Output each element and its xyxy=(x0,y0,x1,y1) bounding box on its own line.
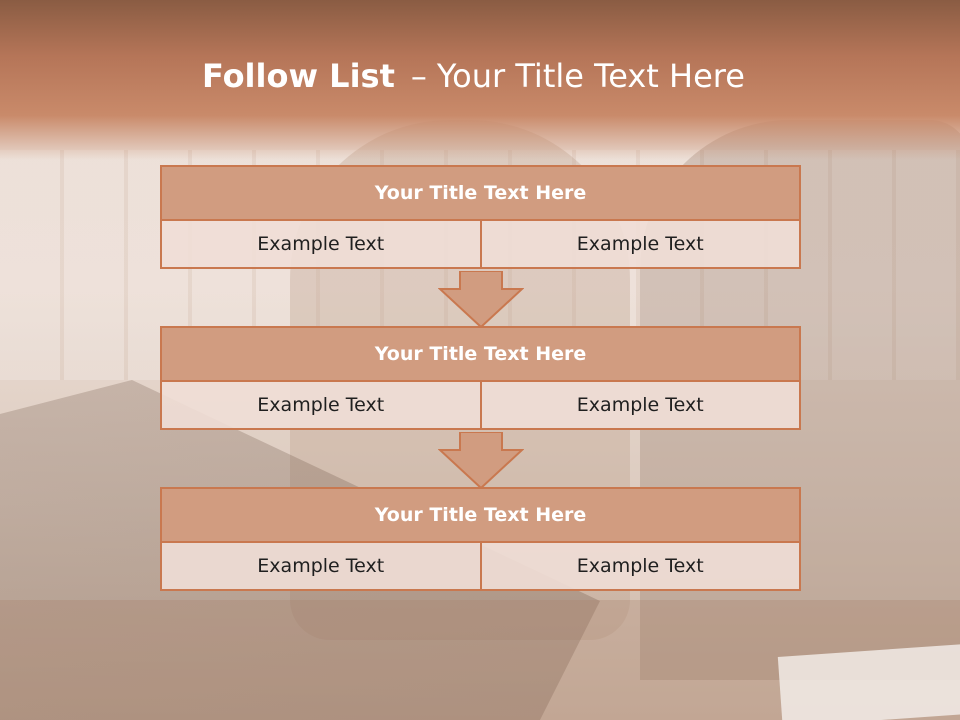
title-bold-part: Follow List xyxy=(202,57,395,95)
title-band xyxy=(0,0,960,160)
down-arrow-icon xyxy=(438,432,524,488)
list-block-3: Your Title Text Here Example Text Exampl… xyxy=(160,487,801,591)
block-cell-right: Example Text xyxy=(479,543,800,589)
background-paper xyxy=(777,643,960,720)
block-title: Your Title Text Here xyxy=(160,165,801,221)
block-row: Example Text Example Text xyxy=(160,543,801,591)
block-title: Your Title Text Here xyxy=(160,326,801,382)
block-title: Your Title Text Here xyxy=(160,487,801,543)
slide-title: Follow List–Your Title Text Here xyxy=(202,52,745,100)
block-row: Example Text Example Text xyxy=(160,382,801,430)
list-block-1: Your Title Text Here Example Text Exampl… xyxy=(160,165,801,269)
block-row: Example Text Example Text xyxy=(160,221,801,269)
list-block-2: Your Title Text Here Example Text Exampl… xyxy=(160,326,801,430)
block-cell-left: Example Text xyxy=(257,233,385,255)
block-cell-right: Example Text xyxy=(479,221,800,267)
block-cell-right: Example Text xyxy=(479,382,800,428)
title-rest-part: Your Title Text Here xyxy=(436,57,745,95)
block-cell-left: Example Text xyxy=(257,555,385,577)
down-arrow-icon xyxy=(438,271,524,327)
title-separator: – xyxy=(410,57,427,95)
block-cell-left: Example Text xyxy=(257,394,385,416)
